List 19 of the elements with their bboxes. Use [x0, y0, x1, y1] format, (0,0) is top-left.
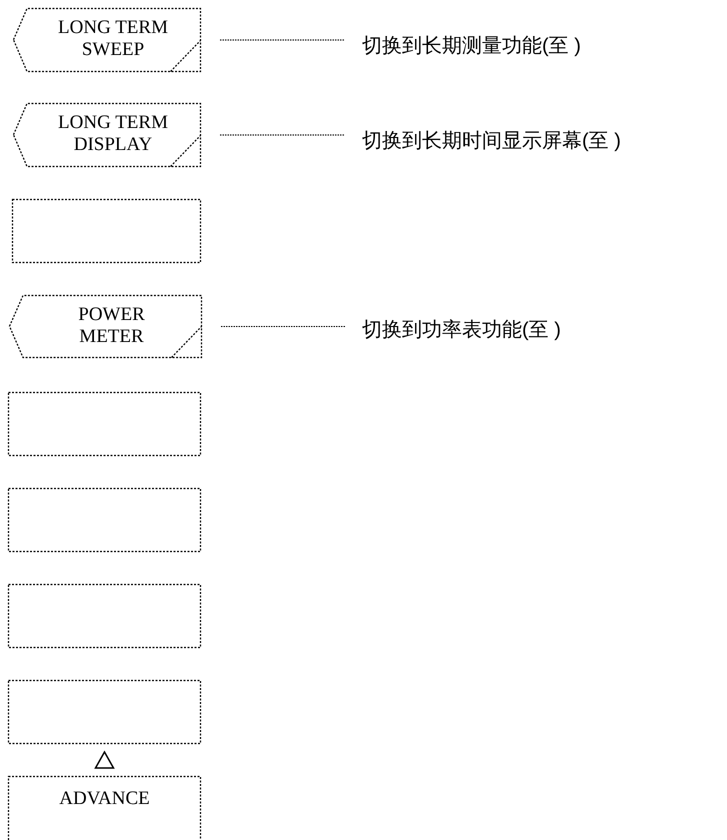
softkey-label: POWER METER [77, 304, 146, 348]
softkey-label: LONG TERM SWEEP [57, 17, 169, 61]
softkey-label: ADVANCE [58, 788, 151, 810]
softkey-box [8, 680, 201, 744]
softkey-label: LONG TERM DISPLAY [57, 112, 169, 156]
softkey-box [8, 488, 201, 552]
softkey-box [8, 584, 201, 648]
softkey-box [13, 8, 201, 72]
triangle-arrow [94, 750, 115, 769]
connector-line [220, 134, 346, 136]
softkey-box [8, 776, 201, 840]
softkey-box [8, 392, 201, 456]
connector-line [220, 326, 346, 327]
softkey-box [12, 199, 201, 263]
description-text: 切换到长期时间显示屏幕(至 ) [362, 129, 621, 154]
description-text: 切换到长期测量功能(至 ) [362, 34, 581, 59]
description-text: 切换到功率表功能(至 ) [362, 318, 561, 343]
softkey-box [9, 295, 202, 358]
softkey-box [13, 103, 201, 167]
